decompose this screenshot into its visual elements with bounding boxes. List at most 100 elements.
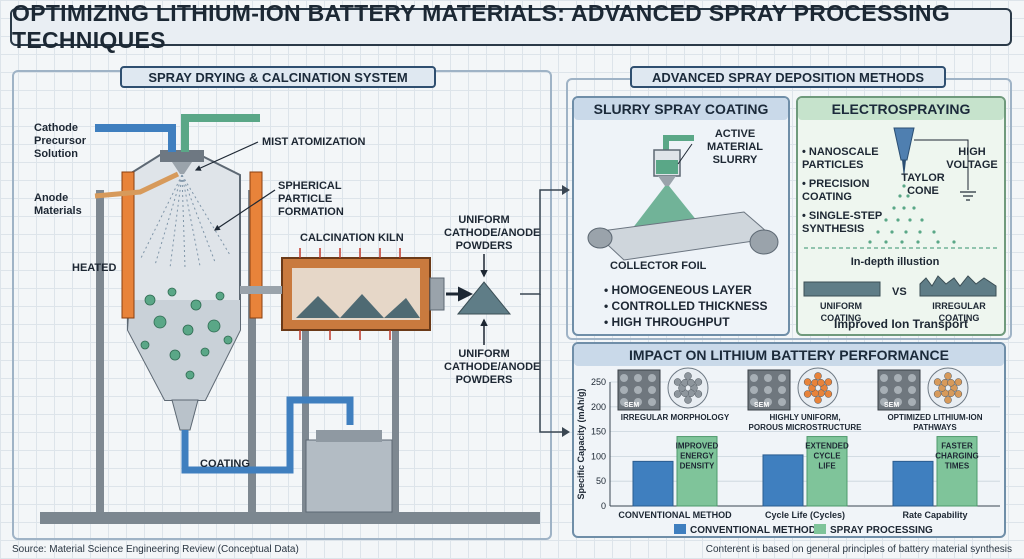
chart-bar-conventional (892, 460, 934, 507)
powder-top-label: UNIFORM CATHODE/ANODE POWDERS (444, 214, 541, 252)
sem-texture-dot (620, 398, 628, 406)
electro-bullets: NANOSCALE PARTICLES PRECISION COATING SI… (802, 146, 898, 236)
connector-arrows (520, 185, 570, 437)
y-tick-label: 250 (591, 377, 606, 387)
taylor-cone-jet (902, 160, 906, 178)
ion-transport-label: Improved Ion Transport (833, 317, 968, 331)
uniform-coating-sample (803, 281, 881, 297)
connector-to-impact (539, 294, 566, 433)
right-section-heading: ADVANCED SPRAY DEPOSITION METHODS (630, 66, 946, 88)
spherical-label: SPHERICAL PARTICLE FORMATION (278, 180, 344, 218)
sem-caption: PATHWAYS (913, 423, 957, 432)
sem-tag: SEM (884, 402, 899, 409)
floor-base (40, 512, 540, 524)
powder-bottom-label: UNIFORM CATHODE/ANODE POWDERS (444, 348, 541, 386)
collection-box-lid (316, 430, 382, 442)
left-section-heading: SPRAY DRYING & CALCINATION SYSTEM (120, 66, 436, 88)
bar-annotation: TIMES (945, 462, 970, 471)
y-tick-label: 100 (591, 451, 606, 461)
slurry-bullet: HIGH THROUGHPUT (604, 314, 784, 330)
zoom-particle (694, 378, 703, 386)
spray-dryer-illustration (40, 114, 540, 524)
sem-texture-dot (778, 374, 786, 382)
chart-bar-conventional (632, 460, 674, 507)
chart-bar-conventional (762, 454, 804, 507)
voltage-wire (914, 139, 969, 190)
taylor-cone-label: TAYLOR CONE (901, 172, 945, 197)
mist-spray (139, 174, 231, 269)
active-slurry-label: ACTIVE MATERIAL SLURRY (706, 128, 763, 166)
green-feed-pipe (181, 114, 260, 152)
y-axis-title: Specific Capacity (mAh/g) (576, 388, 586, 499)
high-voltage-label: HIGH VOLTAGE (946, 146, 998, 171)
sem-texture-dot (620, 374, 628, 382)
sem-texture-dot (648, 398, 656, 406)
zoom-particle (684, 372, 692, 380)
zoom-particle (817, 379, 825, 387)
indepth-label: In-depth illustion (850, 256, 940, 268)
chart-bar-spray (936, 436, 978, 507)
sem-texture-dot (778, 386, 786, 394)
legend-swatch (674, 524, 686, 534)
kiln-label: CALCINATION KILN (300, 232, 404, 244)
bar-annotation: ENERGY (680, 452, 714, 461)
spherical-leader (214, 189, 276, 231)
x-tick-label: CONVENTIONAL METHOD (618, 510, 732, 520)
bar-annotation: CYCLE (813, 452, 841, 461)
heated-label: HEATED (72, 262, 117, 274)
slurry-feed-pipe (663, 135, 694, 150)
y-tick-label: 200 (591, 402, 606, 412)
coating-label: COATING (200, 458, 250, 470)
sem-texture-dot (880, 398, 888, 406)
sem-texture-dot (750, 398, 758, 406)
coating-pipe (181, 396, 354, 474)
electro-heading: ELECTROSPRAYING (798, 98, 1004, 120)
zoom-circle (797, 367, 839, 409)
sem-texture-dot (764, 386, 772, 394)
zoom-particle (954, 390, 963, 398)
zoom-particle (687, 379, 695, 387)
bar-annotation: IMPROVED (676, 442, 719, 451)
legend-label: SPRAY PROCESSING (830, 525, 933, 536)
slurry-bullet: CONTROLLED THICKNESS (604, 298, 784, 314)
sem-texture-dot (648, 386, 656, 394)
kiln-heat-arrows (299, 248, 401, 340)
dryer-powder-fill (128, 300, 240, 400)
zoom-particle (824, 378, 833, 386)
spherical-particles (140, 287, 233, 380)
nozzle-head (160, 150, 204, 162)
bar-annotation: EXTENDED (805, 442, 849, 451)
bar-annotation: DENSITY (680, 462, 715, 471)
chart-bar-spray (676, 436, 718, 507)
electro-bullet: NANOSCALE PARTICLES (802, 146, 898, 172)
zoom-particle (824, 390, 833, 398)
zoom-particle (933, 378, 942, 386)
slurry-bullet: HOMOGENEOUS LAYER (604, 282, 784, 298)
cathode-label: Cathode Precursor Solution (34, 122, 86, 160)
heater-left (121, 171, 135, 319)
heater-right (249, 171, 263, 319)
anode-feed-pipe (94, 171, 180, 199)
vs-label: VS (892, 286, 907, 298)
source-footer: Source: Material Science Engineering Rev… (12, 544, 299, 555)
sem-texture-dot (908, 398, 916, 406)
sem-texture-dot (634, 398, 642, 406)
connector-to-deposition (520, 189, 566, 295)
bar-annotation: CHARGING (935, 452, 979, 461)
slurry-bullets: HOMOGENEOUS LAYER CONTROLLED THICKNESS H… (604, 282, 784, 330)
zoom-particle (814, 372, 822, 380)
slurry-nozzle-tip (658, 176, 676, 186)
y-tick-label: 0 (601, 501, 606, 511)
kiln-outlet (429, 277, 445, 311)
sem-caption: HIGHLY UNIFORM, (769, 413, 840, 422)
sem-caption: POROUS MICROSTRUCTURE (749, 423, 863, 432)
zoom-particle (944, 372, 952, 380)
dryer-leg-right (248, 190, 256, 512)
anode-label: Anode Materials (34, 192, 82, 217)
slurry-in-nozzle (656, 160, 678, 174)
impact-heading: IMPACT ON LITHIUM BATTERY PERFORMANCE (574, 344, 1004, 366)
collector-funnel (171, 399, 199, 431)
powder-pile (456, 281, 512, 315)
collector-foil-label: COLLECTOR FOIL (610, 260, 707, 272)
